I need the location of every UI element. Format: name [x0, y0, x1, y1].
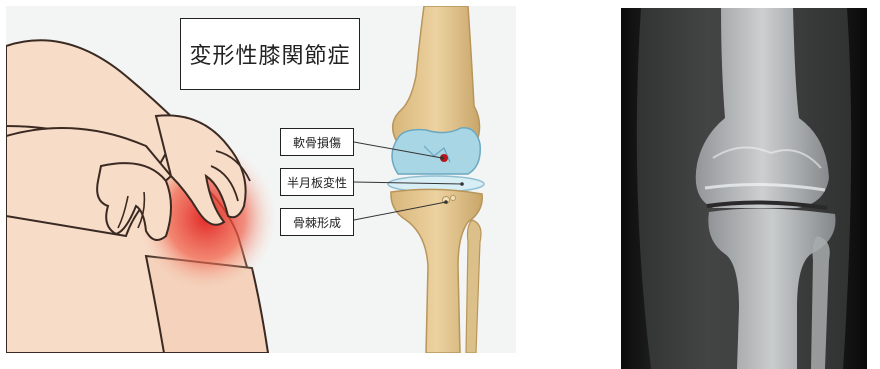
diagram-title-text: 変形性膝関節症	[189, 38, 350, 70]
diagram-title: 変形性膝関節症	[180, 18, 360, 90]
label-meniscus-degeneration: 半月板変性	[280, 168, 354, 196]
femur	[393, 6, 480, 144]
knee-illustration-panel: 変形性膝関節症 軟骨損傷 半月板変性 骨棘形成	[6, 6, 516, 353]
label-cartilage-damage-text: 軟骨損傷	[293, 134, 341, 151]
label-cartilage-damage: 軟骨損傷	[280, 128, 354, 156]
fibula	[466, 220, 481, 353]
xray-graphic	[621, 8, 867, 369]
label-osteophyte-formation-text: 骨棘形成	[293, 214, 341, 231]
label-meniscus-degeneration-text: 半月板変性	[287, 174, 347, 191]
knee-xray-image	[621, 8, 867, 369]
label-osteophyte-formation: 骨棘形成	[280, 208, 354, 236]
